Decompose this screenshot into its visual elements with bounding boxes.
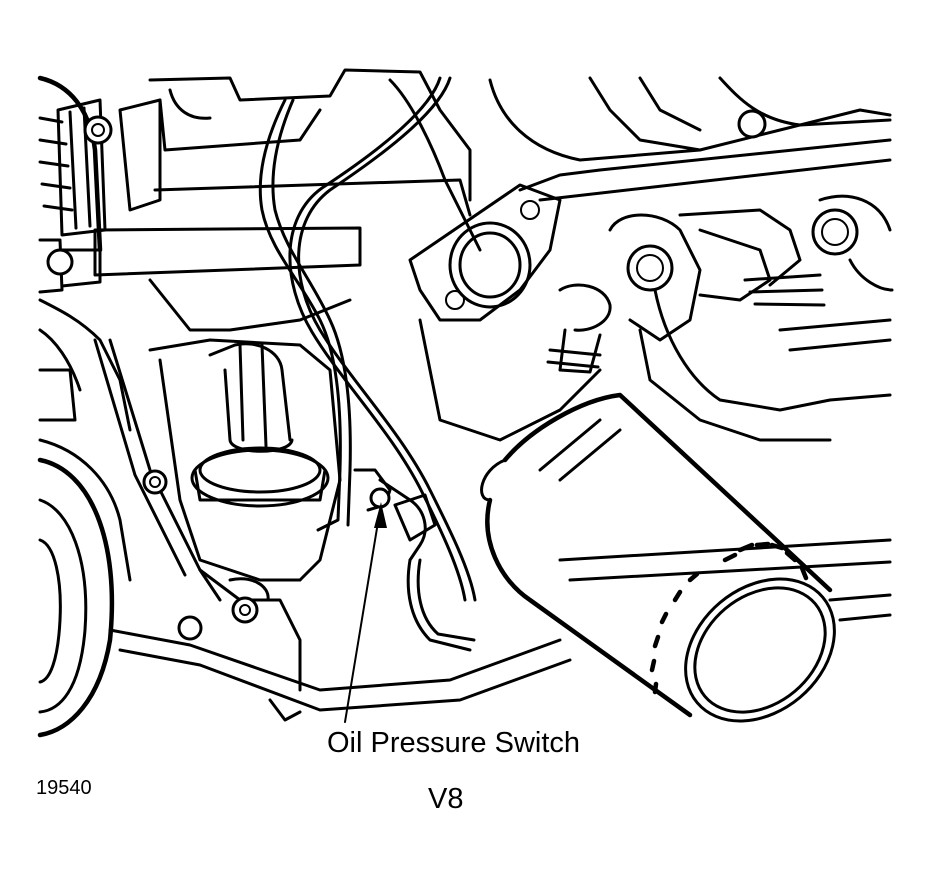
callout-label-oil-pressure-switch: Oil Pressure Switch xyxy=(327,727,581,759)
wire-harness xyxy=(258,76,477,602)
callout-arrowhead xyxy=(374,502,387,528)
belt-pulley-assembly xyxy=(37,75,362,294)
manifold-bracket xyxy=(408,76,892,442)
exhaust-flange-studs xyxy=(608,194,894,442)
oil-filter xyxy=(480,392,836,723)
switch-terminal xyxy=(369,487,391,509)
figure-number: 19540 xyxy=(36,777,92,799)
engine-label: V8 xyxy=(428,783,464,815)
oil-filter-adapter xyxy=(142,338,342,582)
oil-pan xyxy=(108,538,892,722)
bolt-head xyxy=(83,115,113,145)
engine-block-left xyxy=(37,298,222,738)
callout-leader-line xyxy=(344,509,381,723)
oil-pressure-switch xyxy=(344,468,476,723)
